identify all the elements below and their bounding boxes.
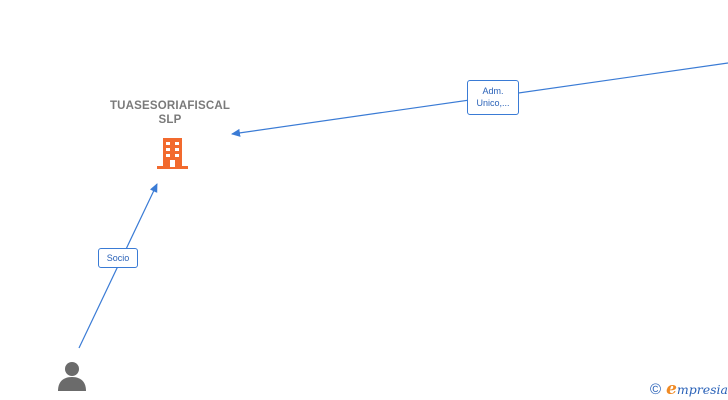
company-name-line2: SLP [158,114,182,126]
brand-name: mpresia [676,381,728,397]
company-name-line1: TUASESORIAFISCAL [109,100,231,112]
person-icon[interactable] [56,360,88,392]
brand-watermark[interactable]: © e mpresia [650,379,728,399]
copyright-icon: © [650,380,662,398]
relation-label-socio[interactable]: Socio [98,248,138,268]
building-icon[interactable] [156,136,189,170]
relation-label-administrator[interactable]: Adm. Unico,... [467,80,519,115]
relation-label-line1: Adm. [482,86,504,96]
company-node-label[interactable]: TUASESORIAFISCAL SLP [100,99,240,127]
relation-label-line2: Unico,... [476,98,510,108]
brand-initial: e [666,379,677,399]
